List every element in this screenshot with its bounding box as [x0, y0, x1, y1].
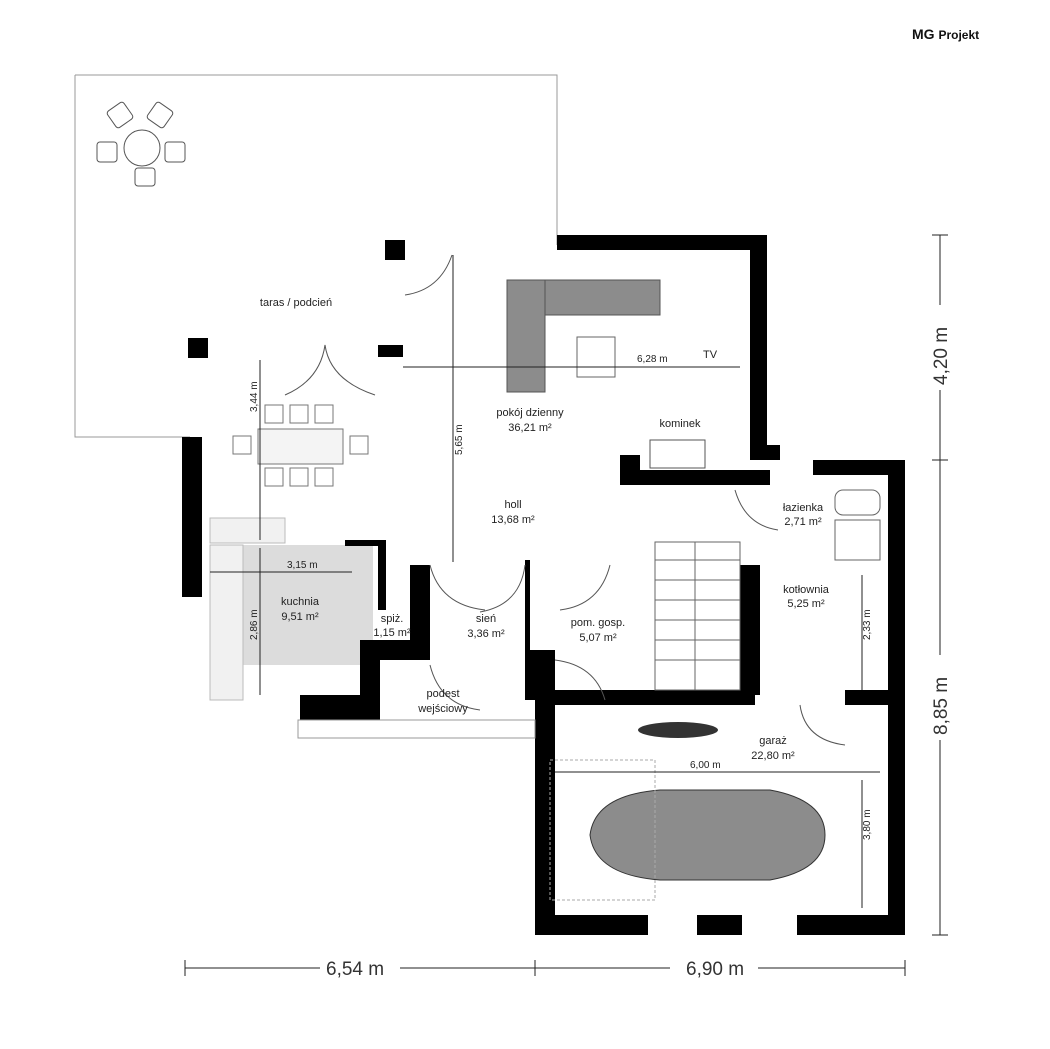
stairs	[654, 541, 741, 691]
dim-hall-height: 5,65 m	[454, 424, 465, 455]
fireplace-label: kominek	[660, 418, 701, 430]
room-area-hall: 13,68 m²	[491, 514, 535, 526]
doors	[284, 254, 846, 746]
tv-label: TV	[703, 349, 718, 361]
room-name-landing: podest	[426, 688, 459, 700]
dining-chairs	[232, 404, 369, 487]
dim-bottom-right: 6,90 m	[686, 959, 744, 980]
dim-bottom-left: 6,54 m	[326, 959, 384, 980]
dim-kitchen-width: 3,15 m	[287, 560, 318, 571]
logo: MG Projekt	[912, 26, 979, 42]
room-name-garage: garaż	[759, 735, 787, 747]
bathtub	[834, 489, 881, 516]
shower	[834, 519, 881, 561]
sofa	[506, 279, 661, 393]
room-area-kitchen: 9,51 m²	[281, 611, 319, 623]
kitchen-floor	[243, 545, 373, 665]
fireplace	[649, 439, 706, 469]
dim-living-width: 6,28 m	[637, 354, 668, 365]
room-area-utility: 5,07 m²	[579, 632, 617, 644]
car	[589, 789, 826, 881]
room-name-kitchen: kuchnia	[281, 596, 320, 608]
dim-garage-depth: 3,80 m	[862, 809, 873, 840]
room-name-vestibule: sień	[476, 613, 496, 625]
room-name-boiler: kotłownia	[783, 584, 830, 596]
room-name-bathroom: łazienka	[783, 502, 824, 514]
dim-kitchen-height: 2,86 m	[249, 609, 260, 640]
dim-dining-height: 3,44 m	[249, 381, 260, 412]
logo-name: Projekt	[938, 28, 980, 42]
room-name-terrace: taras / podcień	[260, 297, 332, 309]
entrance-landing	[297, 719, 536, 739]
room-name-living: pokój dzienny	[496, 407, 564, 419]
dining-table	[257, 428, 344, 465]
dim-right-bottom: 8,85 m	[931, 677, 952, 735]
room-area-living: 36,21 m²	[508, 422, 552, 434]
room-name-landing-2: wejściowy	[417, 703, 468, 715]
dim-boiler-height: 2,33 m	[862, 609, 873, 640]
room-area-garage: 22,80 m²	[751, 750, 795, 762]
room-area-pantry: 1,15 m²	[373, 627, 411, 639]
room-name-utility: pom. gosp.	[571, 617, 625, 629]
motorcycle	[638, 722, 718, 738]
room-name-pantry: spiż.	[381, 613, 404, 625]
dimension-lines	[184, 234, 948, 976]
dim-garage-width: 6,00 m	[690, 760, 721, 771]
room-area-boiler: 5,25 m²	[787, 598, 825, 610]
coffee-table	[576, 336, 616, 378]
terrace-outline	[74, 74, 558, 438]
room-name-hall: holl	[504, 499, 521, 511]
logo-brand: MG	[912, 26, 935, 42]
dim-right-top: 4,20 m	[931, 327, 952, 385]
garden-table	[96, 101, 186, 187]
room-area-vestibule: 3,36 m²	[467, 628, 505, 640]
room-area-bathroom: 2,71 m²	[784, 516, 822, 528]
